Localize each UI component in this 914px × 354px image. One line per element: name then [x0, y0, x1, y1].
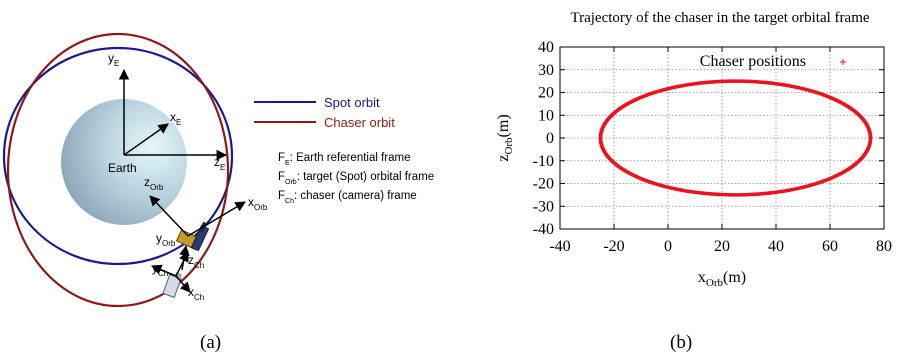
chart-legend-label: Chaser positions — [700, 53, 806, 70]
y-tick-label: 30 — [538, 62, 554, 79]
chart-y-axis-label: zOrb(m) — [495, 114, 515, 161]
earth-label: Earth — [108, 161, 137, 175]
y-orb-label: yOrb — [156, 231, 176, 248]
x-tick-label: 20 — [714, 238, 730, 255]
z-e-label: zE — [214, 155, 225, 172]
y-tick-label: 40 — [538, 39, 554, 56]
z-ch-axis-arrow — [151, 264, 177, 277]
chart-title: Trajectory of the chaser in the target o… — [570, 10, 869, 26]
legend-spot-orbit: Spot orbit — [324, 95, 380, 110]
spot-satellite — [175, 221, 210, 252]
x-e-label: xE — [170, 110, 181, 127]
x-tick-label: -20 — [603, 238, 624, 255]
x-tick-label: 40 — [768, 238, 784, 255]
chart-legend-marker — [840, 59, 846, 65]
z-ch-label: zCh — [188, 253, 204, 270]
panel-a-diagram — [2, 32, 246, 308]
x-tick-label: 80 — [876, 238, 892, 255]
z-orb-axis-arrow — [149, 195, 189, 237]
x-tick-label: -40 — [549, 238, 570, 255]
x-orb-axis-arrow — [187, 201, 246, 237]
y-ch-label: yCh — [152, 261, 168, 278]
y-e-label: yE — [108, 51, 119, 68]
orbit-legend — [254, 101, 316, 123]
frame-desc-ch: FCh: chaser (camera) frame — [278, 190, 417, 205]
caption-b: (b) — [670, 332, 692, 353]
earth — [61, 99, 187, 225]
y-tick-label: -10 — [533, 153, 554, 170]
y-tick-label: -30 — [533, 198, 554, 215]
y-tick-label: 20 — [538, 85, 554, 102]
x-orb-label: xOrb — [248, 195, 268, 212]
chart-x-axis-label: xOrb(m) — [698, 269, 746, 289]
orb-to-ch-link — [179, 244, 190, 271]
y-ch-axis-arrow — [175, 251, 189, 277]
x-ch-label: xCh — [188, 285, 204, 302]
y-tick-label: 0 — [546, 130, 554, 147]
x-e-axis-arrow — [123, 123, 169, 156]
chart-plot-area: -40 -20 0 20 40 60 80 -40 -30 -20 -10 0 10 20 30 40 — [533, 39, 892, 255]
chaser-position-point — [868, 137, 873, 141]
y-tick-label: -40 — [533, 221, 554, 238]
caption-a: (a) — [200, 332, 221, 353]
frame-desc-orb: FOrb: target (Spot) orbital frame — [278, 171, 434, 186]
spot-orbit — [2, 46, 234, 266]
y-tick-label: 10 — [538, 107, 554, 124]
chaser-satellite — [162, 272, 182, 299]
legend-chaser-orbit: Chaser orbit — [324, 115, 395, 130]
z-orb-label: zOrb — [144, 175, 164, 192]
chaser-orbit — [6, 32, 230, 308]
x-ch-axis-arrow — [175, 275, 191, 293]
x-tick-label: 0 — [664, 238, 672, 255]
frame-desc-earth: FE: Earth referential frame — [278, 152, 411, 167]
x-tick-label: 60 — [822, 238, 838, 255]
y-tick-label: -20 — [533, 176, 554, 193]
